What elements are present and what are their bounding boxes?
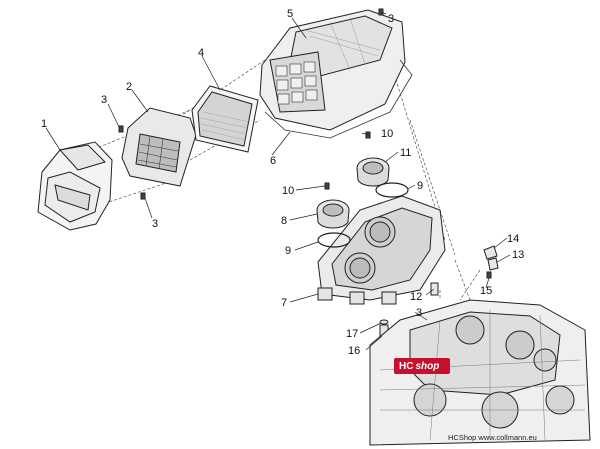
label-10-a: 10 xyxy=(282,185,294,197)
part-11-throttle-adapter xyxy=(356,157,390,187)
label-13: 13 xyxy=(512,249,524,261)
part-7-airbox-lower xyxy=(317,195,446,305)
label-5: 5 xyxy=(287,8,293,20)
part-2-filter-cover xyxy=(121,107,197,187)
label-12: 12 xyxy=(410,291,422,303)
label-10-b: 10 xyxy=(381,128,393,140)
part-15 xyxy=(486,271,492,279)
part-17 xyxy=(379,319,389,325)
hcshop-logo: HC shop xyxy=(394,358,450,374)
brand-shop: shop xyxy=(415,360,440,372)
label-3-c: 3 xyxy=(388,13,394,25)
label-3-a: 3 xyxy=(101,94,107,106)
part-labels: 1 2 3 3 3 3 4 5 6 7 8 9 9 10 10 11 12 13… xyxy=(41,8,524,357)
label-2: 2 xyxy=(126,81,132,93)
label-7: 7 xyxy=(281,297,287,309)
label-15: 15 xyxy=(480,285,492,297)
part-9-o-rings xyxy=(317,182,409,248)
label-17: 17 xyxy=(346,328,358,340)
label-1: 1 xyxy=(41,118,47,130)
label-11: 11 xyxy=(400,147,411,159)
part-4-air-filter xyxy=(191,85,259,153)
label-4: 4 xyxy=(198,47,204,59)
leader-lines xyxy=(45,11,511,351)
label-3-d: 3 xyxy=(416,307,422,319)
part-12 xyxy=(430,282,439,296)
label-14: 14 xyxy=(507,233,519,245)
label-6: 6 xyxy=(270,155,276,167)
part-8-throttle-adapter xyxy=(316,199,350,229)
brand-hc: HC xyxy=(397,360,416,372)
part-6-gasket xyxy=(264,59,413,139)
engine-block xyxy=(369,299,591,446)
label-9-a: 9 xyxy=(285,245,291,257)
label-8: 8 xyxy=(281,215,287,227)
part-14 xyxy=(483,245,498,260)
label-16: 16 xyxy=(348,345,360,357)
footer-credit: HCShop www.collmann.eu xyxy=(448,433,537,442)
part-1-intake-duct xyxy=(37,141,113,231)
part-5-airbox-top xyxy=(259,9,406,131)
label-3-b: 3 xyxy=(152,218,158,230)
part-13 xyxy=(487,257,499,271)
label-9-b: 9 xyxy=(417,180,423,192)
